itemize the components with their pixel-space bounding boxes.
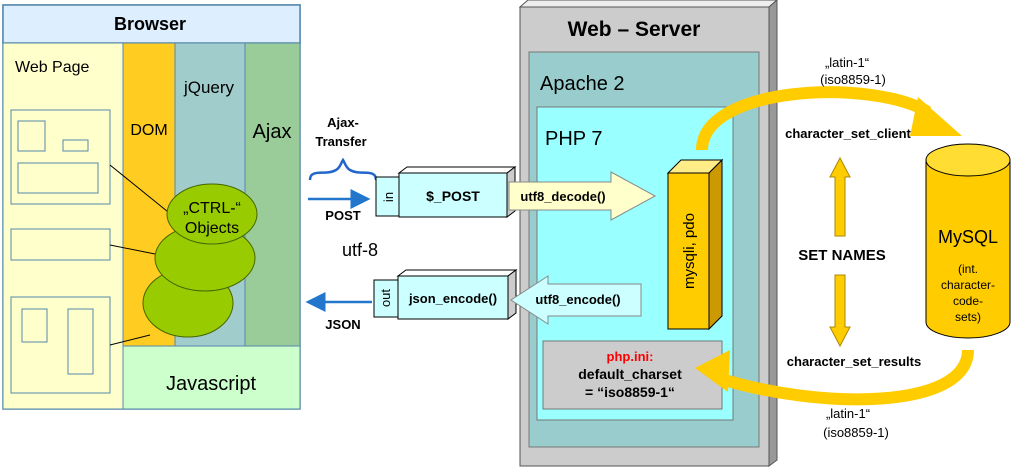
javascript-label: Javascript [166, 373, 256, 395]
ctrl-objects: „CTRL-“ Objects [142, 183, 258, 338]
top-arc [696, 86, 932, 151]
ajax-transfer-line2: Transfer [315, 134, 366, 149]
ajax-transfer-line1: Ajax- [327, 115, 359, 130]
set-names-down-arrow [829, 274, 851, 348]
web-server-panel: Web – Server Apache 2 PHP 7 php.ini: def… [508, 0, 778, 467]
post-var-box [398, 172, 508, 218]
utf8-encode-arrow: utf8_encode() [510, 275, 642, 325]
json-encode-label: json_encode() [408, 291, 497, 306]
charset-client-label: character_set_client [785, 126, 911, 141]
page-widget-top [10, 109, 111, 205]
in-label: in [381, 192, 396, 202]
bottom-arc [716, 349, 974, 406]
ctrl-objects-line1: „CTRL-“ [183, 200, 241, 217]
json-encode-box [397, 275, 509, 320]
apache-label: Apache 2 [540, 73, 625, 95]
post-var-label: $_POST [426, 188, 480, 204]
transfer-brace [308, 157, 378, 181]
browser-title: Browser [114, 14, 186, 34]
out-label: out [378, 289, 393, 307]
php-label: PHP 7 [545, 128, 602, 150]
utf8-decode-arrow: utf8_decode() [508, 171, 657, 221]
charset-results-label: character_set_results [787, 354, 921, 369]
ajax-column [244, 42, 301, 347]
web-page-label: Web Page [15, 59, 90, 76]
phpini-line1: default_charset [578, 366, 682, 382]
phpini-title: php.ini: [607, 349, 654, 364]
json-label: JSON [325, 317, 360, 332]
set-names-up-arrow [829, 156, 851, 237]
latin1-top-line1: „latin-1“ [825, 55, 869, 70]
phpini-box [542, 340, 723, 410]
web-server-title: Web – Server [568, 18, 701, 41]
utf8-decode-label: utf8_decode() [520, 189, 605, 204]
browser-header [2, 4, 301, 44]
transfer-area: Ajax- Transfer POST utf-8 JSON in $_POST… [305, 115, 518, 332]
utf8-encode-label: utf8_encode() [535, 292, 620, 307]
jquery-label: jQuery [183, 78, 235, 97]
bottom-arc-head [695, 350, 730, 392]
page-widget-bottom [10, 296, 111, 394]
mysql-connection: „latin-1“ (iso8859-1) character_set_clie… [695, 55, 974, 440]
ajax-label: Ajax [253, 121, 292, 143]
mysql-sub-3: code- [953, 294, 983, 308]
phpini-line2: = “iso8859-1“ [585, 384, 675, 400]
javascript-area [122, 345, 301, 410]
dom-label: DOM [130, 122, 167, 139]
mysql-sub-4: sets) [955, 310, 981, 324]
ctrl-objects-line2: Objects [185, 220, 239, 237]
top-arc-head [910, 97, 962, 136]
mysqli-pdo-column: mysqli, pdo [666, 158, 724, 331]
latin1-bottom-line2: (iso8859-1) [823, 425, 889, 440]
mysqli-pdo-label: mysqli, pdo [681, 213, 698, 289]
mysql-label: MySQL [938, 227, 998, 247]
page-widget-middle [10, 228, 111, 261]
mysql-sub-1: (int. [958, 262, 978, 276]
set-names-label: SET NAMES [798, 247, 886, 264]
browser-panel: Browser Web Page DOM jQuery Ajax Javascr… [2, 4, 301, 410]
mysql-sub-2: character- [941, 278, 995, 292]
utf8-label: utf-8 [342, 240, 378, 260]
mysql-cylinder: MySQL (int. character- code- sets) [925, 143, 1011, 339]
latin1-top-line2: (iso8859-1) [820, 72, 886, 87]
post-label: POST [325, 208, 360, 223]
latin1-bottom-line1: „latin-1“ [826, 406, 870, 421]
